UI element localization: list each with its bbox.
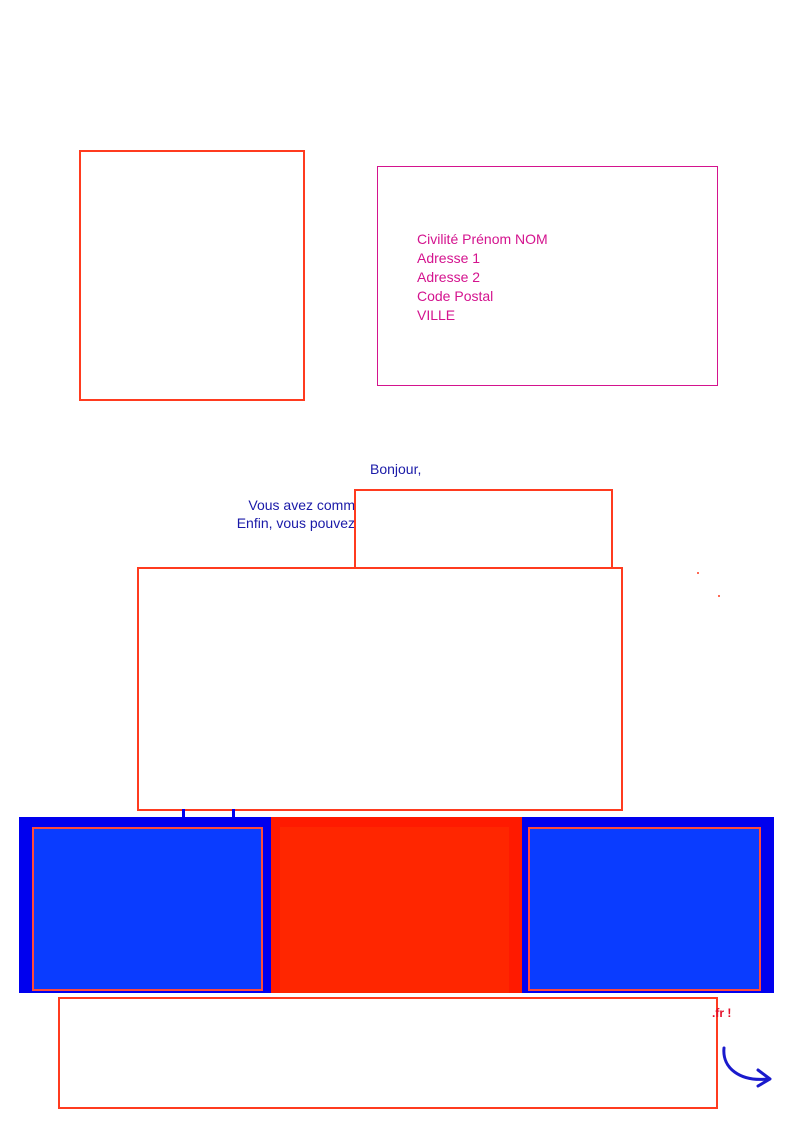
inline-image-placeholder <box>354 489 613 569</box>
panel-right <box>528 827 761 991</box>
recipient-name: Civilité Prénom NOM <box>417 231 548 247</box>
recipient-address-1: Adresse 1 <box>417 250 481 266</box>
panel-middle <box>280 827 509 993</box>
recipient-address-2: Adresse 2 <box>417 269 481 285</box>
curved-arrow-icon <box>722 1046 772 1088</box>
letter-body: Vous avez comm Enfin, vous pouvez <box>237 496 355 532</box>
band-connector <box>232 809 235 819</box>
website-link-suffix: .fr ! <box>712 1006 732 1020</box>
address-window <box>377 166 718 386</box>
decorative-dot <box>697 572 699 574</box>
main-image-placeholder <box>137 567 623 811</box>
decorative-dot <box>718 595 720 597</box>
band-connector <box>182 809 185 819</box>
logo-placeholder <box>79 150 305 401</box>
panel-left <box>32 827 263 991</box>
recipient-city: VILLE <box>417 307 456 323</box>
letter-greeting: Bonjour, <box>370 461 422 477</box>
recipient-address: Civilité Prénom NOM Adresse 1 Adresse 2 … <box>417 230 548 325</box>
footer-placeholder <box>58 997 718 1109</box>
letter-body-line-1: Vous avez comm <box>248 497 355 513</box>
recipient-postal-code: Code Postal <box>417 288 494 304</box>
letter-body-line-2: Enfin, vous pouvez <box>236 515 355 531</box>
